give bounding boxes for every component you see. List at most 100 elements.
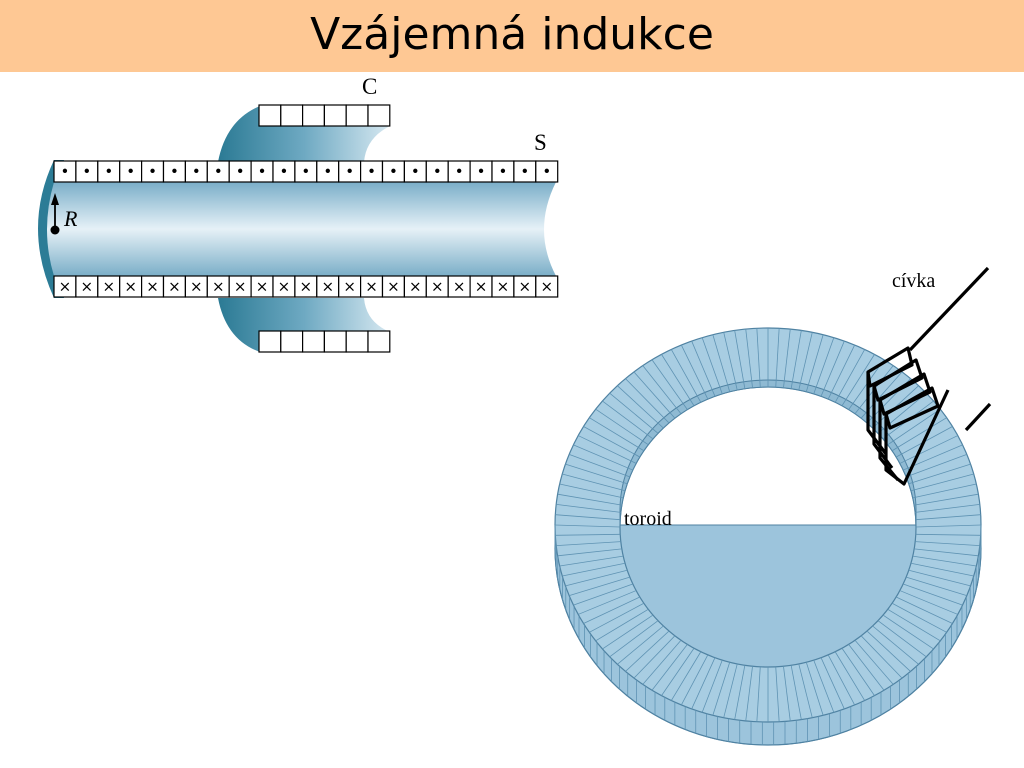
toroid-turn bbox=[578, 590, 637, 615]
coil-wire-cell bbox=[323, 330, 347, 353]
solenoid-wire-out-symbol: • bbox=[455, 163, 464, 181]
toroid-turn bbox=[562, 473, 626, 492]
toroid-turn bbox=[559, 483, 624, 499]
solenoid-label-s: S bbox=[534, 130, 547, 155]
coil-wire-cell bbox=[367, 330, 391, 353]
toroid-turn bbox=[589, 602, 645, 633]
solenoid-winding-bottom: ××××××××××××××××××××××× bbox=[53, 275, 559, 298]
toroid-turn bbox=[701, 660, 723, 713]
solenoid-wire-out-symbol: • bbox=[82, 163, 91, 181]
solenoid-winding-top: ••••••••••••••••••••••• bbox=[53, 160, 559, 183]
toroid-turn bbox=[841, 354, 875, 406]
solenoid-wire-in-symbol: × bbox=[168, 278, 181, 296]
toroid-turn bbox=[712, 662, 731, 716]
solenoid-wire-out-symbol: • bbox=[542, 163, 551, 181]
solenoid-wire-in-symbol: × bbox=[431, 278, 444, 296]
toroid-turn bbox=[583, 426, 641, 458]
solenoid-wire-out-symbol: • bbox=[148, 163, 157, 181]
toroid-turn bbox=[723, 332, 738, 391]
toroid-turn bbox=[790, 665, 802, 720]
toroid-turn bbox=[569, 454, 630, 478]
toroid-turn bbox=[602, 614, 654, 650]
solenoid-wire-in-symbol: × bbox=[278, 278, 291, 296]
toroid-turn bbox=[651, 644, 688, 691]
toroid-turn bbox=[882, 614, 934, 650]
toroid-turn bbox=[827, 344, 855, 400]
solenoid-wire-out-symbol: • bbox=[104, 163, 113, 181]
toroid-turn bbox=[562, 562, 626, 577]
title-bar bbox=[0, 0, 1024, 72]
solenoid-wire-out-symbol: • bbox=[192, 163, 201, 181]
solenoid-wire-in-symbol: × bbox=[387, 278, 400, 296]
toroid-turn bbox=[914, 548, 979, 557]
toroid-turn bbox=[633, 371, 676, 419]
toroid-turn bbox=[915, 514, 981, 521]
toroid-turn bbox=[899, 590, 958, 615]
toroid-turn bbox=[813, 337, 835, 394]
slide-title: Vzájemná indukce bbox=[310, 9, 714, 60]
toroid-turn bbox=[860, 635, 903, 679]
coil-label-civka: cívka bbox=[892, 270, 935, 292]
toroid-turn bbox=[903, 583, 963, 606]
toroid-turn bbox=[681, 344, 709, 400]
toroid-turn bbox=[734, 330, 746, 389]
solenoid-wire-in-symbol: × bbox=[321, 278, 334, 296]
toroid-turn bbox=[595, 608, 649, 642]
toroid-turn bbox=[569, 576, 630, 596]
toroid-turn bbox=[557, 548, 622, 557]
toroid-turn bbox=[578, 435, 637, 464]
toroid-turn bbox=[805, 334, 824, 392]
toroid-turn bbox=[556, 504, 621, 513]
solenoid-wire-out-symbol: • bbox=[367, 163, 376, 181]
solenoid-wire-out-symbol: • bbox=[301, 163, 310, 181]
radius-arrow bbox=[50, 193, 60, 235]
solenoid-wire-out-symbol: • bbox=[214, 163, 223, 181]
toroid-turn bbox=[834, 651, 866, 701]
toroid-turn bbox=[565, 569, 628, 587]
solenoid-wire-out-symbol: • bbox=[433, 163, 442, 181]
toroid-turn bbox=[670, 651, 702, 701]
toroid-turn bbox=[555, 514, 621, 521]
toroid-turn bbox=[633, 635, 676, 679]
toroid-turn bbox=[589, 417, 645, 452]
toroid-turn bbox=[555, 533, 621, 536]
toroid-turn bbox=[827, 654, 855, 706]
toroid-turn bbox=[848, 644, 885, 691]
solenoid-wire-in-symbol: × bbox=[540, 278, 553, 296]
toroid-label: toroid bbox=[624, 508, 672, 530]
toroid-turn bbox=[848, 359, 885, 410]
solenoid-wire-in-symbol: × bbox=[453, 278, 466, 296]
toroid-turn bbox=[557, 493, 622, 506]
coil-wire-cell bbox=[345, 330, 369, 353]
toroid-turn bbox=[602, 400, 654, 440]
toroid-turn bbox=[745, 666, 753, 721]
toroid-turn bbox=[565, 463, 628, 485]
coil-wire-cell bbox=[345, 104, 369, 127]
solenoid-wire-in-cell bbox=[535, 275, 559, 298]
toroid-turn bbox=[820, 340, 845, 397]
toroid-turn bbox=[906, 576, 967, 596]
solenoid-wire-in-symbol: × bbox=[497, 278, 510, 296]
toroid-turn bbox=[841, 648, 875, 696]
toroid-turn bbox=[912, 555, 977, 567]
toroid-turn bbox=[642, 365, 682, 414]
coil-wire-cell bbox=[280, 104, 304, 127]
toroid-diagram: cívka toroid bbox=[554, 266, 992, 746]
toroid-turn bbox=[820, 657, 845, 710]
toroid-turn bbox=[914, 493, 979, 506]
toroid-turn bbox=[723, 663, 738, 718]
toroid-turn bbox=[701, 337, 723, 394]
toroid-turn bbox=[681, 654, 709, 706]
toroid-turn bbox=[691, 340, 716, 397]
toroid-turn bbox=[734, 665, 746, 720]
solenoid-wire-in-symbol: × bbox=[365, 278, 378, 296]
solenoid-tube bbox=[47, 182, 556, 276]
toroid-turn bbox=[798, 663, 813, 718]
solenoid-wire-out-symbol: • bbox=[236, 163, 245, 181]
toroid-turn bbox=[775, 328, 780, 388]
toroid-turn bbox=[712, 334, 731, 392]
coil-wire-cell bbox=[302, 330, 326, 353]
coil-winding-top bbox=[258, 104, 391, 127]
toroid-turn bbox=[887, 408, 941, 446]
